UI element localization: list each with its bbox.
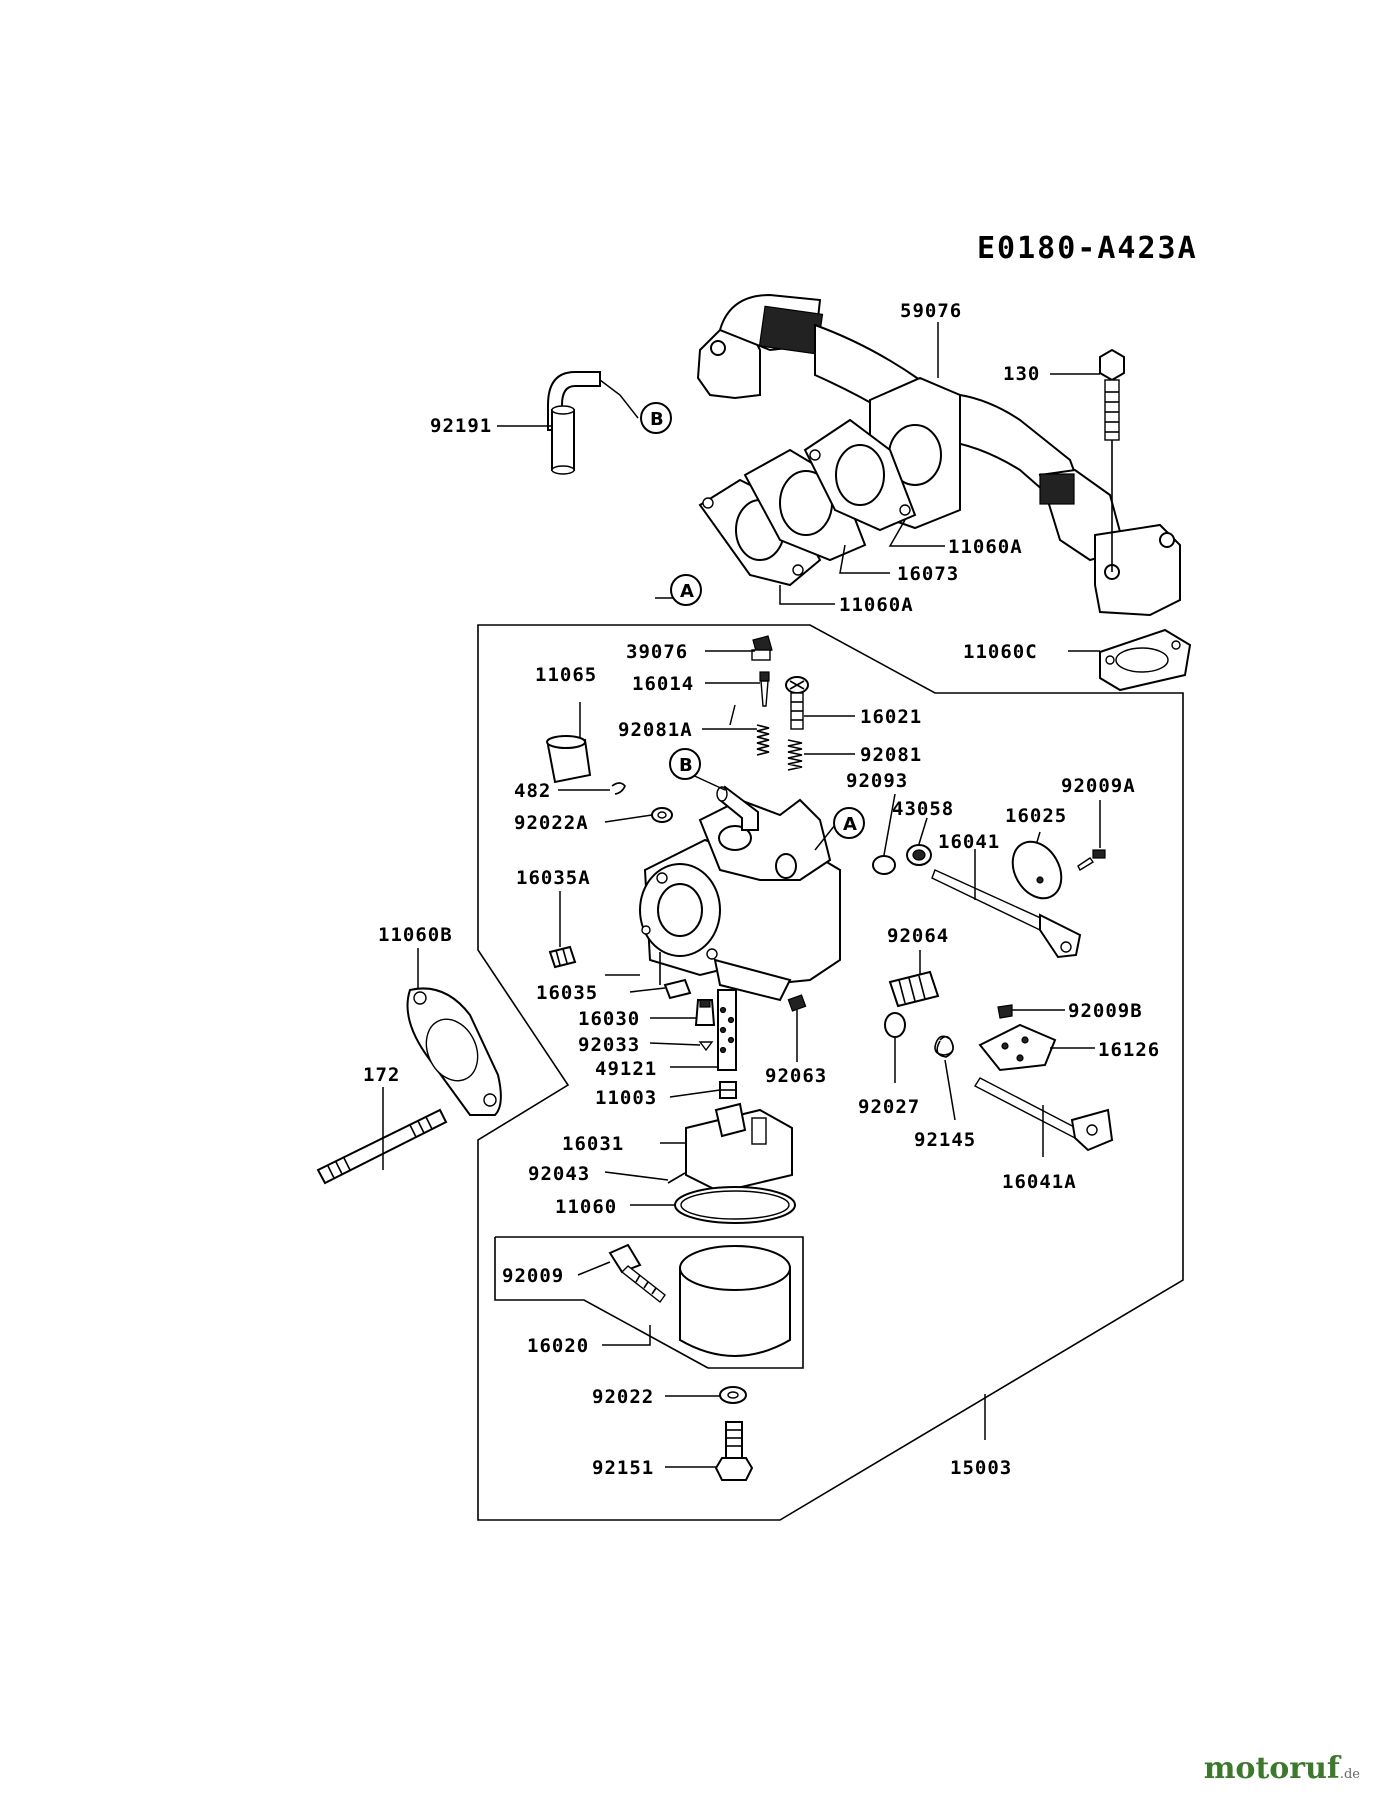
watermark-logo: motoruf.de	[1204, 1751, 1360, 1786]
part-label-92022a: 92022A	[514, 812, 589, 834]
bolt-130-illustration	[1099, 348, 1125, 441]
part-label-16041: 16041	[938, 831, 1000, 853]
part-label-16035: 16035	[536, 982, 598, 1004]
part-label-39076: 39076	[626, 641, 688, 663]
part-label-43058: 43058	[892, 798, 954, 820]
part-label-11003: 11003	[595, 1087, 657, 1109]
part-label-92151: 92151	[592, 1457, 654, 1479]
part-label-11065: 11065	[535, 664, 597, 686]
part-label-16030: 16030	[578, 1008, 640, 1030]
part-label-11060a-lower: 11060A	[839, 594, 914, 616]
part-label-11060: 11060	[555, 1196, 617, 1218]
part-label-16025: 16025	[1005, 805, 1067, 827]
part-label-92063: 92063	[765, 1065, 827, 1087]
drawing-code: E0180-A423A	[977, 231, 1198, 266]
intake-manifold-illustration	[696, 293, 1181, 617]
svg-text:B: B	[650, 409, 664, 430]
svg-text:A: A	[680, 581, 694, 602]
callout-b-hose: B	[640, 402, 672, 434]
fuel-inlet-illustration	[716, 785, 759, 831]
part-label-49121: 49121	[595, 1058, 657, 1080]
watermark-suffix: .de	[1339, 1767, 1360, 1782]
part-label-16014: 16014	[632, 673, 694, 695]
part-label-11060b: 11060B	[378, 924, 453, 946]
hose-92191-illustration	[547, 371, 601, 475]
part-label-92145: 92145	[914, 1129, 976, 1151]
part-label-92009: 92009	[502, 1265, 564, 1287]
part-label-16041a: 16041A	[1002, 1171, 1077, 1193]
part-labels: 59076 130 92191 11060A 16073 11060A 1106…	[363, 300, 1160, 1479]
part-label-92093: 92093	[846, 770, 908, 792]
part-label-16021: 16021	[860, 706, 922, 728]
part-label-92064: 92064	[887, 925, 949, 947]
part-label-172: 172	[363, 1064, 400, 1086]
part-label-92027: 92027	[858, 1096, 920, 1118]
part-label-130: 130	[1003, 363, 1040, 385]
watermark-name: motoruf	[1203, 1751, 1340, 1786]
part-label-16073: 16073	[897, 563, 959, 585]
part-label-92033: 92033	[578, 1034, 640, 1056]
gasket-11060b-illustration	[406, 987, 502, 1116]
part-label-92191: 92191	[430, 415, 492, 437]
part-label-92043: 92043	[528, 1163, 590, 1185]
svg-text:A: A	[843, 814, 857, 835]
assembly-15003-boundary	[477, 624, 1184, 1521]
leader-lines	[382, 322, 1101, 1468]
part-label-16035a: 16035A	[516, 867, 591, 889]
part-label-92009b: 92009B	[1068, 1000, 1143, 1022]
callout-a-gasket: A	[670, 574, 702, 606]
part-label-16020: 16020	[527, 1335, 589, 1357]
part-label-11060a-upper: 11060A	[948, 536, 1023, 558]
svg-text:B: B	[679, 755, 693, 776]
part-label-15003: 15003	[950, 1457, 1012, 1479]
part-label-92022: 92022	[592, 1386, 654, 1408]
filter-group-bracket	[495, 1236, 804, 1369]
small-parts-illustration	[546, 635, 1114, 1481]
part-label-16126: 16126	[1098, 1039, 1160, 1061]
gasket-11060c-illustration	[1099, 628, 1192, 692]
stud-172-illustration	[316, 1108, 448, 1185]
part-label-11060c: 11060C	[963, 641, 1038, 663]
part-label-482: 482	[514, 780, 551, 802]
carburetor-body-illustration	[639, 798, 841, 1002]
gasket-stack-illustration	[698, 418, 917, 587]
part-label-16031: 16031	[562, 1133, 624, 1155]
part-label-92081: 92081	[860, 744, 922, 766]
callout-b-carburetor: B	[669, 748, 701, 780]
callout-a-carburetor: A	[833, 807, 865, 839]
part-label-92081a: 92081A	[618, 719, 693, 741]
part-label-59076: 59076	[900, 300, 962, 322]
part-label-92009a: 92009A	[1061, 775, 1136, 797]
